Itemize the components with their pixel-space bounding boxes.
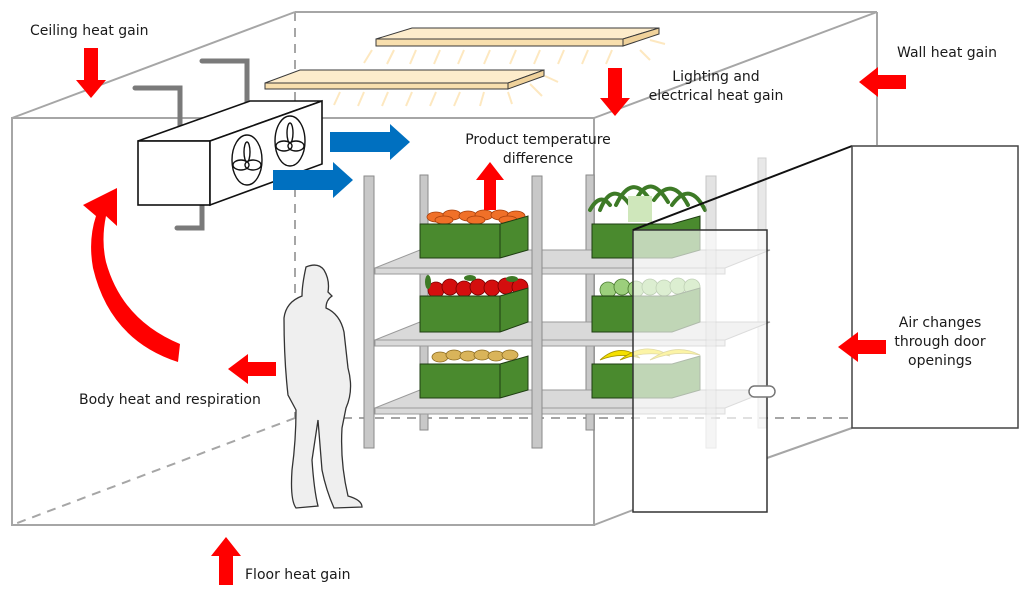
door-frame-top-edge [632,145,853,231]
fan-left-icon [231,134,263,186]
ceiling-lights [264,27,666,107]
ceiling-heat-gain-label: Ceiling heat gain [30,23,149,39]
ceiling-left-edge [11,11,296,119]
body-heat-arrow-icon [228,354,276,384]
floor-right-edge-a [593,509,634,526]
air-changes-label-line: through door [894,334,986,350]
fan-right-icon [274,115,306,167]
floor-diagonal-edge [11,417,296,526]
door-panel [632,229,768,513]
product-heat-arrow-icon [476,162,504,210]
body-heat-label: Body heat and respiration [79,392,261,408]
ceiling-right-edge [593,11,878,119]
lighting-heat-arrow-icon [600,68,630,116]
heat-arrows [76,48,906,585]
light-panel-back [375,27,660,47]
evaporator-unit [132,58,323,231]
light-rays [333,39,666,107]
crate-potatoes [419,349,529,399]
lighting-label-line: electrical heat gain [648,88,784,104]
product-temperature-label: Product temperature difference [448,131,628,169]
door-handle [748,385,776,398]
floor-right-edge-b [766,427,853,459]
wall-heat-gain-label: Wall heat gain [897,45,997,61]
shelf-post [363,175,375,449]
air-changes-heat-arrow-icon [838,332,886,362]
crate-red-apples [419,275,529,333]
ceiling-heat-arrow-icon [76,48,106,98]
person-silhouette [283,264,363,509]
light-panel-front [264,69,545,90]
door-opening-frame [851,145,1019,429]
crate-oranges [419,209,529,259]
refrigerant-pipes [132,58,250,231]
air-changes-label-line: openings [908,353,972,369]
product-label-line: difference [502,151,574,167]
wall-heat-arrow-icon [859,67,906,97]
open-door [632,145,1019,513]
air-flow-arrow-icon [330,124,410,160]
floor-heat-arrow-icon [211,537,241,585]
air-flow-arrow-icon [273,162,353,198]
evaporator-front-face [137,140,211,206]
product-label-line: Product temperature [465,132,611,148]
lighting-label-line: Lighting and [672,69,760,85]
floor-heat-gain-label: Floor heat gain [245,567,351,583]
cold-air-flow [273,124,410,198]
shelf-post [531,175,543,449]
air-changes-label: Air changes through door openings [880,314,1000,371]
air-changes-label-line: Air changes [898,315,982,331]
air-circulation-arrow-icon [83,188,180,362]
lighting-heat-gain-label: Lighting and electrical heat gain [633,68,799,106]
